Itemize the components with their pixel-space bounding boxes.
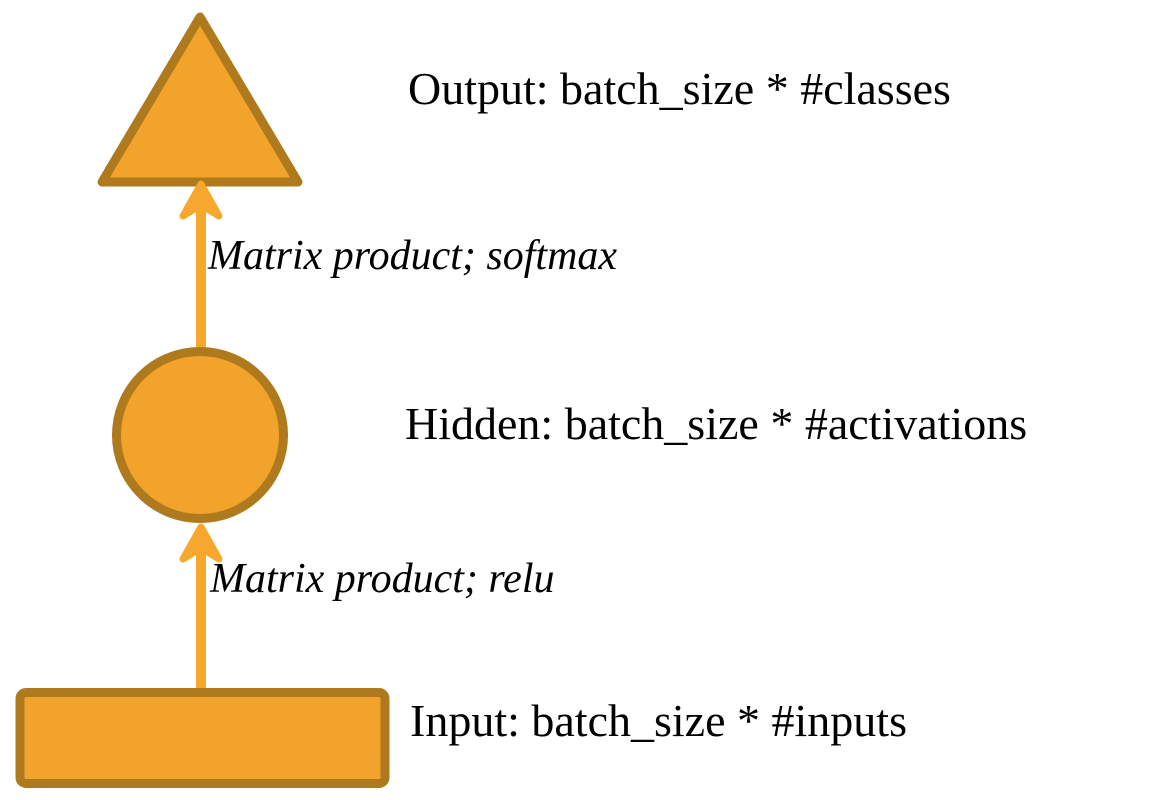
arrowhead-up-icon <box>179 180 223 220</box>
output-label: Output: batch_size * #classes <box>408 63 951 114</box>
arrowhead-up-icon <box>179 523 223 563</box>
input-label: Input: batch_size * #inputs <box>410 695 907 746</box>
edge-label-relu: Matrix product; relu <box>210 556 555 602</box>
arrow-input-to-hidden <box>179 523 223 693</box>
hidden-circle-shape <box>112 347 288 523</box>
edge-label-softmax: Matrix product; softmax <box>208 233 618 279</box>
hidden-label: Hidden: batch_size * #activations <box>405 398 1028 449</box>
output-triangle-shape <box>97 12 303 187</box>
arrow-hidden-to-output <box>179 180 223 351</box>
input-rectangle-shape <box>15 688 390 788</box>
